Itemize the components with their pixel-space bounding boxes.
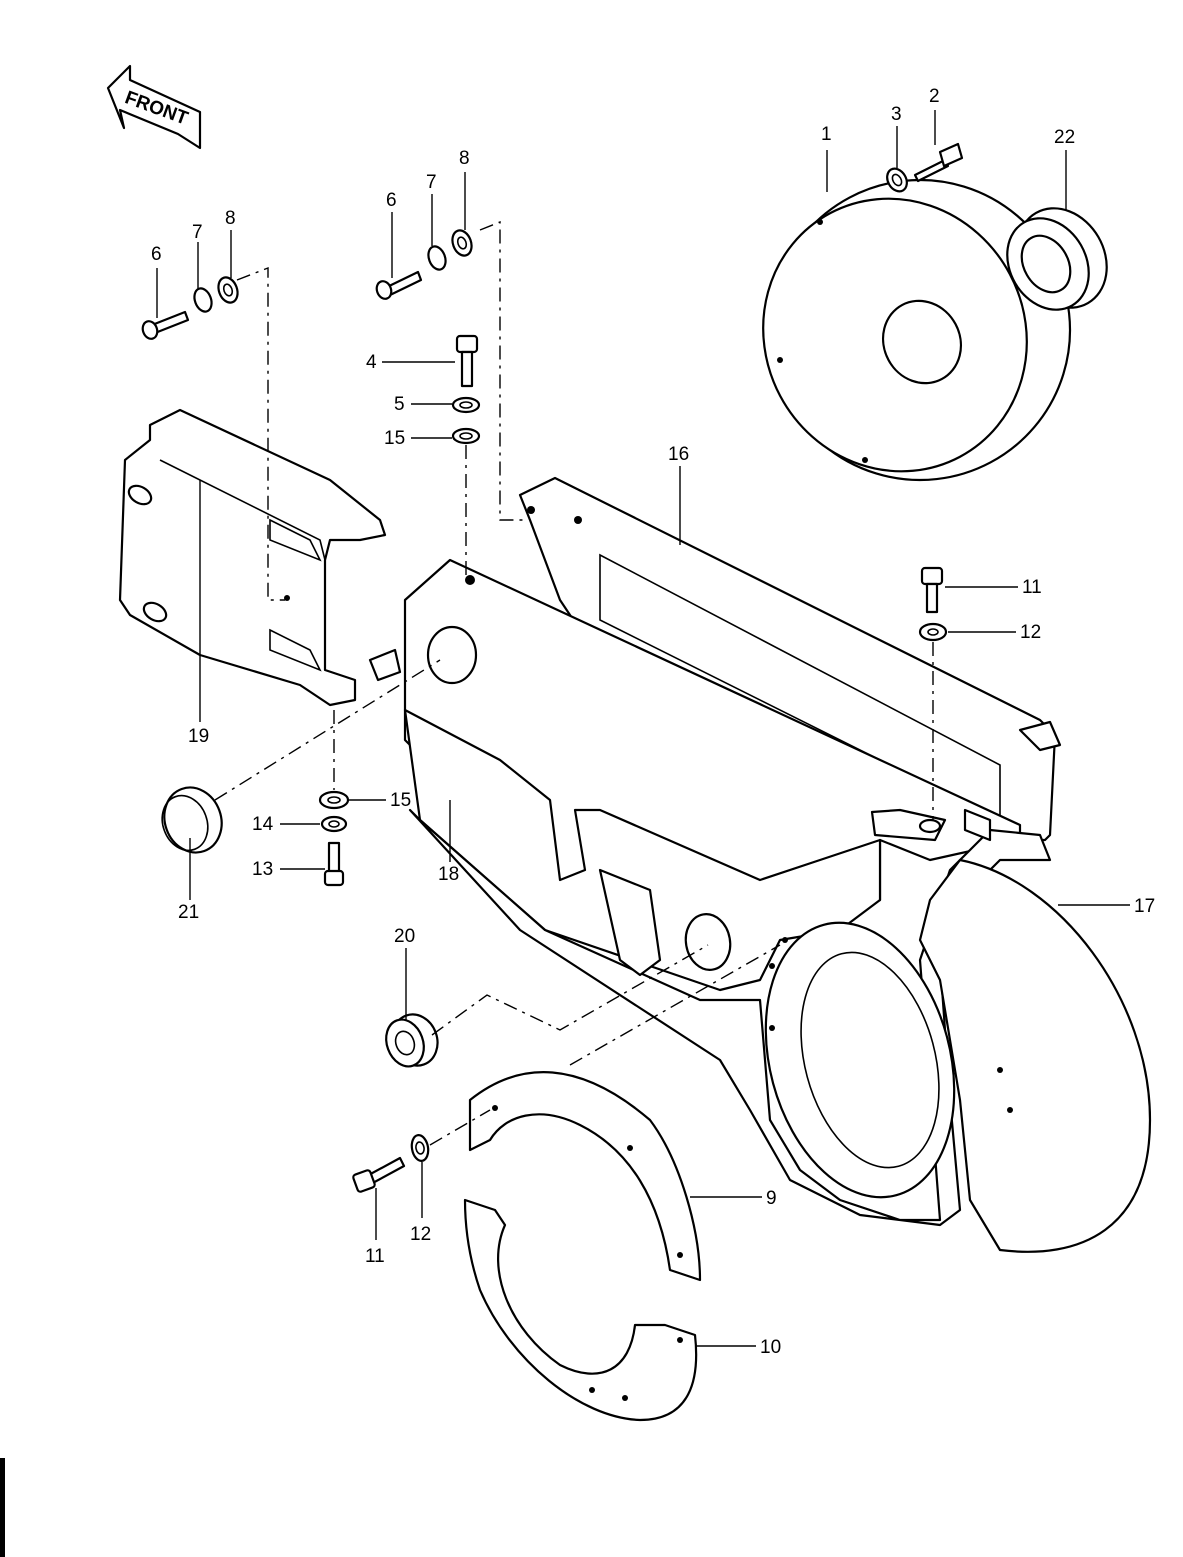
callout-12a: 12 (1020, 622, 1041, 643)
part-17-cover (764, 858, 1152, 1253)
callout-6b: 6 (386, 190, 397, 211)
part-22-seal (1006, 207, 1108, 311)
part-13-bolt (323, 841, 345, 887)
callout-13: 13 (252, 859, 273, 880)
callout-21: 21 (178, 902, 199, 923)
callout-8b: 8 (459, 148, 470, 169)
screw-group-b (375, 229, 473, 300)
callout-3: 3 (891, 104, 902, 125)
part-15-washer-low (318, 790, 350, 810)
callout-11b: 11 (365, 1246, 385, 1267)
callout-11a: 11 (1022, 577, 1042, 598)
part-5-washer (451, 396, 481, 414)
part-11-bolt-lower (352, 1156, 406, 1193)
part-10-ring-lower (463, 1198, 698, 1422)
callout-4: 4 (366, 352, 377, 373)
margin-mark (0, 1458, 5, 1557)
callout-14: 14 (252, 814, 274, 835)
callout-15b: 15 (390, 790, 411, 811)
callout-22: 22 (1054, 127, 1075, 148)
callout-12b: 12 (410, 1224, 431, 1245)
part-20-grommet (385, 1013, 439, 1068)
leader-lines (156, 110, 1130, 1347)
callout-10: 10 (760, 1337, 781, 1358)
part-14-washer (320, 815, 348, 833)
callout-8a: 8 (225, 208, 236, 229)
callout-7b: 7 (426, 172, 437, 193)
front-arrow-icon: FRONT (106, 64, 202, 150)
part-21-plug (161, 786, 223, 854)
part-19-bracket (118, 408, 387, 707)
part-12-washer-upper (918, 622, 948, 642)
callout-16: 16 (668, 444, 689, 465)
callout-19: 19 (188, 726, 209, 747)
part-1-cover (762, 178, 1072, 482)
callout-17: 17 (1134, 896, 1155, 917)
part-4-bolt (455, 334, 479, 388)
callouts: 1 2 3 22 6 7 8 6 7 8 4 5 15 16 11 12 19 … (151, 86, 1155, 1358)
callout-9: 9 (766, 1188, 777, 1209)
part-3-washer (886, 167, 908, 193)
part-12-washer-lower (410, 1134, 430, 1162)
part-15-washer-top (451, 427, 481, 445)
callout-20: 20 (394, 926, 415, 947)
assembly-lines (214, 220, 934, 1146)
callout-15a: 15 (384, 428, 405, 449)
callout-18: 18 (438, 864, 459, 885)
callout-6a: 6 (151, 244, 162, 265)
part-16-18-case (368, 476, 1062, 1227)
callout-2: 2 (929, 86, 940, 107)
screw-group-a (141, 276, 239, 340)
part-11-bolt-upper (920, 566, 944, 614)
callout-1: 1 (821, 124, 832, 145)
part-2-bolt (913, 142, 964, 183)
part-9-ring-upper (468, 1071, 702, 1282)
callout-7a: 7 (192, 222, 203, 243)
callout-5: 5 (394, 394, 405, 415)
